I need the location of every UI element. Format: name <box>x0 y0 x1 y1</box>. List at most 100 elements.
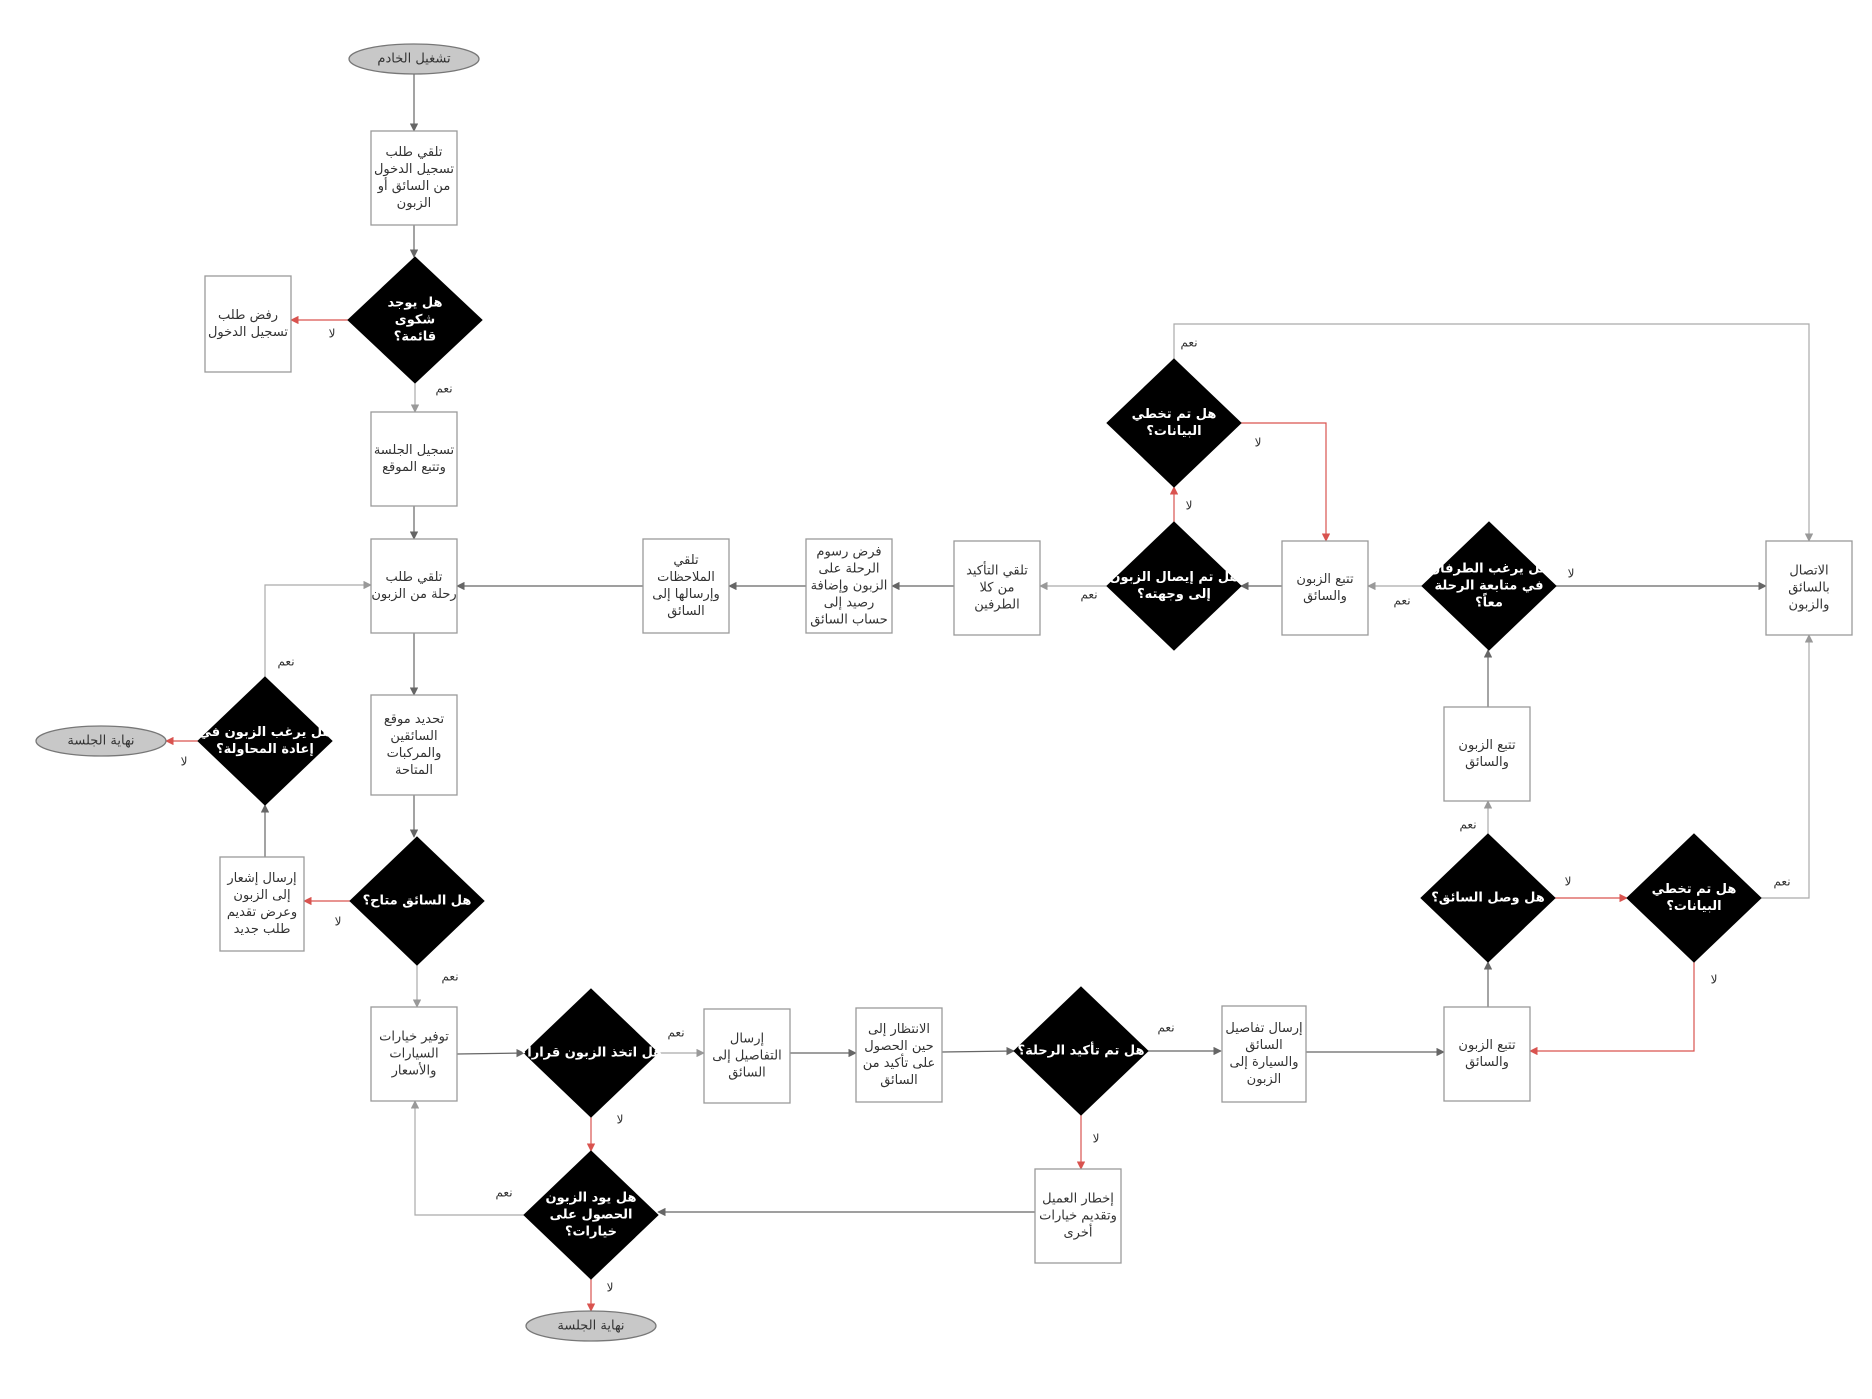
edge-retry_q-to-end_left: لا <box>165 736 198 769</box>
process-box <box>204 275 292 373</box>
node-trip-confirmed-q[interactable]: هل تم تأكيد الرحلة؟ <box>1013 986 1149 1116</box>
process-box <box>953 540 1041 636</box>
edge-driver_available_q-to-notify_customer: لا <box>303 896 350 929</box>
edge-label: نعم <box>441 970 458 984</box>
process-box <box>370 694 458 796</box>
edge-delivered_q-to-confirm_both: نعم <box>1039 581 1107 602</box>
decision-diamond <box>197 676 333 806</box>
edge-label: نعم <box>1157 1021 1174 1035</box>
edge-line <box>1173 323 1814 542</box>
process-box <box>1443 706 1531 802</box>
node-label: هل اتخذ الزبون قراراً؟ <box>520 1043 663 1061</box>
node-start[interactable]: تشغيل الخادم <box>348 43 480 75</box>
decision-diamond <box>1420 833 1556 963</box>
node-label: هل تم تأكيد الرحلة؟ <box>1018 1042 1145 1059</box>
node-end-left[interactable]: نهاية الجلسة <box>35 725 167 757</box>
node-driver-available-q[interactable]: هل السائق متاح؟ <box>349 836 485 966</box>
terminal-oval <box>35 725 167 757</box>
node-customer-decided-q[interactable]: هل اتخذ الزبون قراراً؟ <box>520 988 663 1118</box>
process-box <box>1221 1005 1307 1103</box>
edge-continue_together_q-to-track_3: نعم <box>1367 581 1422 608</box>
edge-data_bypass_q1-to-track_1: لا <box>1529 962 1718 1056</box>
terminal-oval <box>348 43 480 75</box>
process-box <box>703 1008 791 1104</box>
process-box <box>370 538 458 634</box>
decision-diamond <box>1421 521 1557 651</box>
edge-label: نعم <box>435 382 452 396</box>
edge-label: نعم <box>1180 336 1197 350</box>
edge-label: نعم <box>1080 588 1097 602</box>
edge-label: لا <box>617 1113 624 1127</box>
edge-label: لا <box>1568 567 1575 581</box>
edge-wants_options_q-to-end_bottom: لا <box>586 1279 613 1312</box>
edge-label: نعم <box>495 1186 512 1200</box>
decision-diamond <box>1106 521 1242 651</box>
process-box <box>805 538 893 634</box>
decision-diamond <box>523 1150 659 1280</box>
node-label: تشغيل الخادم <box>377 52 451 67</box>
process-box <box>219 856 305 952</box>
edge-line <box>1241 422 1331 542</box>
decision-diamond <box>1106 358 1242 488</box>
edge-label: لا <box>335 915 342 929</box>
edge-label: لا <box>1255 436 1262 450</box>
process-box <box>642 538 730 634</box>
process-box <box>370 1006 458 1102</box>
edge-label: لا <box>1711 973 1718 987</box>
edge-retry_q-to-trip_request: نعم <box>264 580 372 677</box>
edge-label: نعم <box>1393 594 1410 608</box>
decision-diamond <box>347 256 483 384</box>
edge-driver_available_q-to-provide_options: نعم <box>412 965 459 1008</box>
edge-complaint_q-to-register_session: نعم <box>410 382 453 413</box>
edge-customer_decided_q-to-wants_options_q: لا <box>586 1113 624 1152</box>
node-end-bottom[interactable]: نهاية الجلسة <box>525 1310 657 1342</box>
node-label: هل السائق متاح؟ <box>363 894 472 909</box>
edge-label: نعم <box>667 1026 684 1040</box>
edge-customer_decided_q-to-send_details: نعم <box>658 1026 705 1058</box>
terminal-oval <box>525 1310 657 1342</box>
node-driver-arrived-q[interactable]: هل وصل السائق؟ <box>1420 833 1556 963</box>
